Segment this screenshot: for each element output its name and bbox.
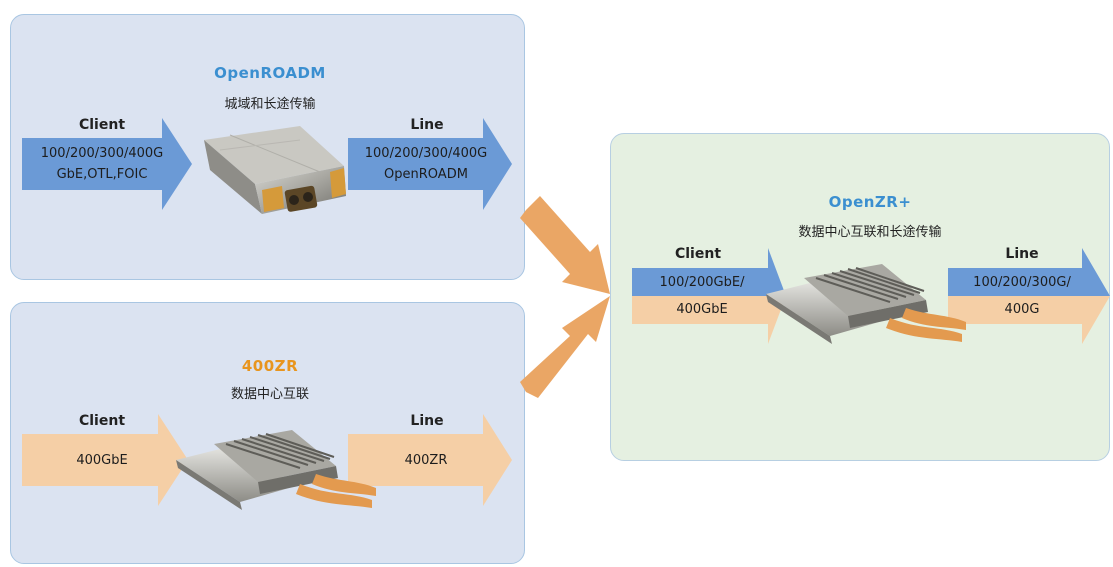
openzr-module-icon: [766, 264, 966, 344]
zr400-subtitle: 数据中心互联: [230, 387, 309, 402]
zr400-line-value: 400ZR: [404, 453, 448, 468]
openzr-line-arrow-top: [948, 248, 1110, 296]
openroadm-client-label: Client: [78, 117, 126, 133]
openzr-subtitle: 数据中心互联和长途传输: [798, 225, 942, 240]
zr400-title: 400ZR: [241, 357, 299, 375]
openroadm-subtitle: 城域和长途传输: [224, 97, 316, 112]
qsfp-dd-module-icon: [176, 430, 376, 510]
zr400-client-label: Client: [78, 413, 126, 429]
openroadm-line-line1: 100/200/300/400G: [364, 146, 488, 161]
openzr-line-line1: 100/200/300G/: [973, 275, 1071, 290]
openroadm-title: OpenROADM: [214, 64, 326, 82]
openzr-title: OpenZR+: [828, 193, 912, 211]
openroadm-client-line2: GbE,OTL,FOIC: [56, 167, 148, 182]
zr400-panel: [10, 302, 525, 564]
zr400-line-arrow: [348, 414, 512, 506]
openzr-line-arrow-bottom: [948, 296, 1110, 344]
openroadm-line-label: Line: [410, 117, 444, 133]
openroadm-module-icon: [204, 126, 346, 214]
openroadm-client-line1: 100/200/300/400G: [40, 146, 164, 161]
openzr-client-line2: 400GbE: [676, 302, 728, 317]
openzr-line-label: Line: [1005, 246, 1039, 262]
openroadm-client-arrow: [22, 118, 192, 210]
connector-arrow-top: [520, 196, 610, 294]
openzr-line-line2: 400G: [1004, 302, 1040, 317]
zr400-line-label: Line: [410, 413, 444, 429]
zr400-client-arrow: [22, 414, 188, 506]
openzr-client-arrow-bottom: [632, 296, 786, 344]
openzr-client-line1: 100/200GbE/: [659, 275, 745, 290]
openzr-client-label: Client: [674, 246, 722, 262]
connector-arrow-bottom: [520, 296, 610, 398]
openroadm-line-arrow: [348, 118, 512, 210]
openroadm-line-line2: OpenROADM: [384, 167, 468, 182]
zr400-client-value: 400GbE: [76, 453, 128, 468]
openzr-client-arrow-top: [632, 248, 786, 296]
